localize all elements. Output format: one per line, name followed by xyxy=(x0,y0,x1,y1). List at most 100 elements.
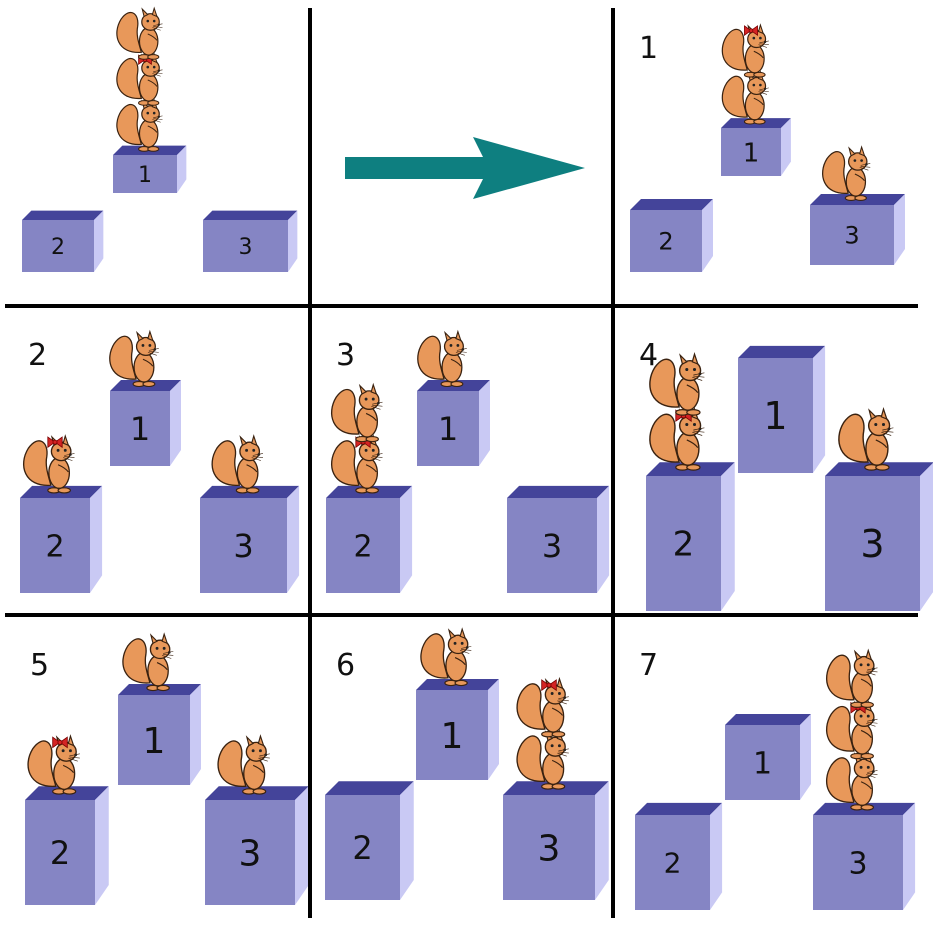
squirrel xyxy=(330,384,384,443)
peg-side-face xyxy=(903,802,916,910)
panel-3: 1 1 2 3 xyxy=(630,24,905,272)
peg-front-face xyxy=(825,476,920,611)
peg-side-face xyxy=(488,679,499,780)
peg-top-face xyxy=(738,345,826,358)
peg-front-face xyxy=(22,220,94,272)
peg-label-2: 2 xyxy=(51,235,65,260)
squirrel xyxy=(217,735,271,795)
peg-top-face xyxy=(635,802,723,815)
squirrel xyxy=(116,99,164,152)
peg-front-face xyxy=(721,128,781,176)
step-number: 4 xyxy=(639,338,658,373)
peg-box-2: 2 xyxy=(22,210,104,272)
peg-box-3: 3 xyxy=(503,781,609,900)
step-number: 6 xyxy=(336,648,355,683)
squirrel-with-bow xyxy=(330,435,384,494)
peg-box-1: 1 xyxy=(721,118,791,176)
squirrel xyxy=(516,730,570,790)
peg-label-1: 1 xyxy=(138,163,152,188)
peg-side-face xyxy=(781,118,791,176)
peg-label-2: 2 xyxy=(50,834,70,872)
squirrel-with-bow xyxy=(27,735,81,795)
squirrel xyxy=(821,146,871,202)
peg-front-face xyxy=(325,795,400,900)
peg-front-face xyxy=(110,391,170,466)
peg-label-2: 2 xyxy=(353,529,372,564)
peg-label-1: 1 xyxy=(743,138,760,168)
squirrel xyxy=(420,628,472,687)
peg-front-face xyxy=(810,205,894,265)
peg-front-face xyxy=(813,815,903,910)
peg-side-face xyxy=(95,786,109,905)
peg-label-3: 3 xyxy=(848,846,867,881)
panel-2 xyxy=(345,137,585,199)
peg-side-face xyxy=(90,485,103,593)
squirrel xyxy=(825,752,879,811)
peg-label-1: 1 xyxy=(763,394,787,438)
panel-6: 4 1 2 3 xyxy=(639,338,933,611)
peg-label-1: 1 xyxy=(438,410,458,448)
peg-label-3: 3 xyxy=(538,828,561,869)
right-arrow-icon xyxy=(345,137,585,199)
peg-side-face xyxy=(177,145,187,193)
peg-front-face xyxy=(118,695,190,785)
peg-side-face xyxy=(170,380,181,466)
peg-box-2: 2 xyxy=(635,802,723,910)
peg-label-1: 1 xyxy=(441,716,464,757)
peg-label-2: 2 xyxy=(673,525,695,565)
peg-side-face xyxy=(595,781,609,900)
peg-side-face xyxy=(813,345,826,473)
peg-front-face xyxy=(725,725,800,800)
squirrel-with-bow xyxy=(22,435,76,494)
peg-label-1: 1 xyxy=(753,746,772,781)
peg-side-face xyxy=(400,781,414,900)
peg-side-face xyxy=(702,199,713,272)
step-number: 2 xyxy=(28,338,47,373)
peg-front-face xyxy=(200,498,287,593)
peg-front-face xyxy=(646,476,721,611)
peg-box-3: 3 xyxy=(825,462,933,611)
peg-box-1: 1 xyxy=(118,684,201,785)
peg-front-face xyxy=(635,815,710,910)
squirrel-with-bow xyxy=(116,53,164,106)
peg-side-face xyxy=(295,786,309,905)
peg-top-face xyxy=(203,210,298,220)
peg-front-face xyxy=(417,391,479,466)
peg-label-2: 2 xyxy=(658,228,673,256)
peg-label-2: 2 xyxy=(664,847,682,880)
peg-side-face xyxy=(479,380,490,466)
peg-box-1: 1 xyxy=(416,679,499,780)
step-number: 1 xyxy=(639,31,658,66)
peg-top-face xyxy=(325,781,414,795)
peg-box-2: 2 xyxy=(20,485,103,593)
peg-side-face xyxy=(288,210,298,272)
squirrel xyxy=(122,633,174,692)
peg-front-face xyxy=(25,800,95,905)
peg-side-face xyxy=(597,485,610,593)
peg-front-face xyxy=(326,498,400,593)
peg-label-3: 3 xyxy=(239,833,262,874)
peg-top-face xyxy=(507,485,610,498)
peg-front-face xyxy=(113,155,177,193)
peg-front-face xyxy=(416,690,488,780)
peg-label-1: 1 xyxy=(130,410,150,448)
squirrel xyxy=(116,7,164,60)
squirrel xyxy=(417,330,468,388)
peg-box-3: 3 xyxy=(810,194,905,265)
peg-label-3: 3 xyxy=(860,522,884,566)
peg-front-face xyxy=(503,795,595,900)
peg-front-face xyxy=(507,498,597,593)
squirrel-with-bow xyxy=(721,24,770,78)
peg-front-face xyxy=(20,498,90,593)
peg-side-face xyxy=(894,194,905,265)
squirrel-with-bow xyxy=(825,701,879,760)
peg-side-face xyxy=(400,485,413,593)
peg-box-3: 3 xyxy=(507,485,610,593)
peg-box-3: 3 xyxy=(200,485,300,593)
peg-box-1: 1 xyxy=(110,380,181,466)
